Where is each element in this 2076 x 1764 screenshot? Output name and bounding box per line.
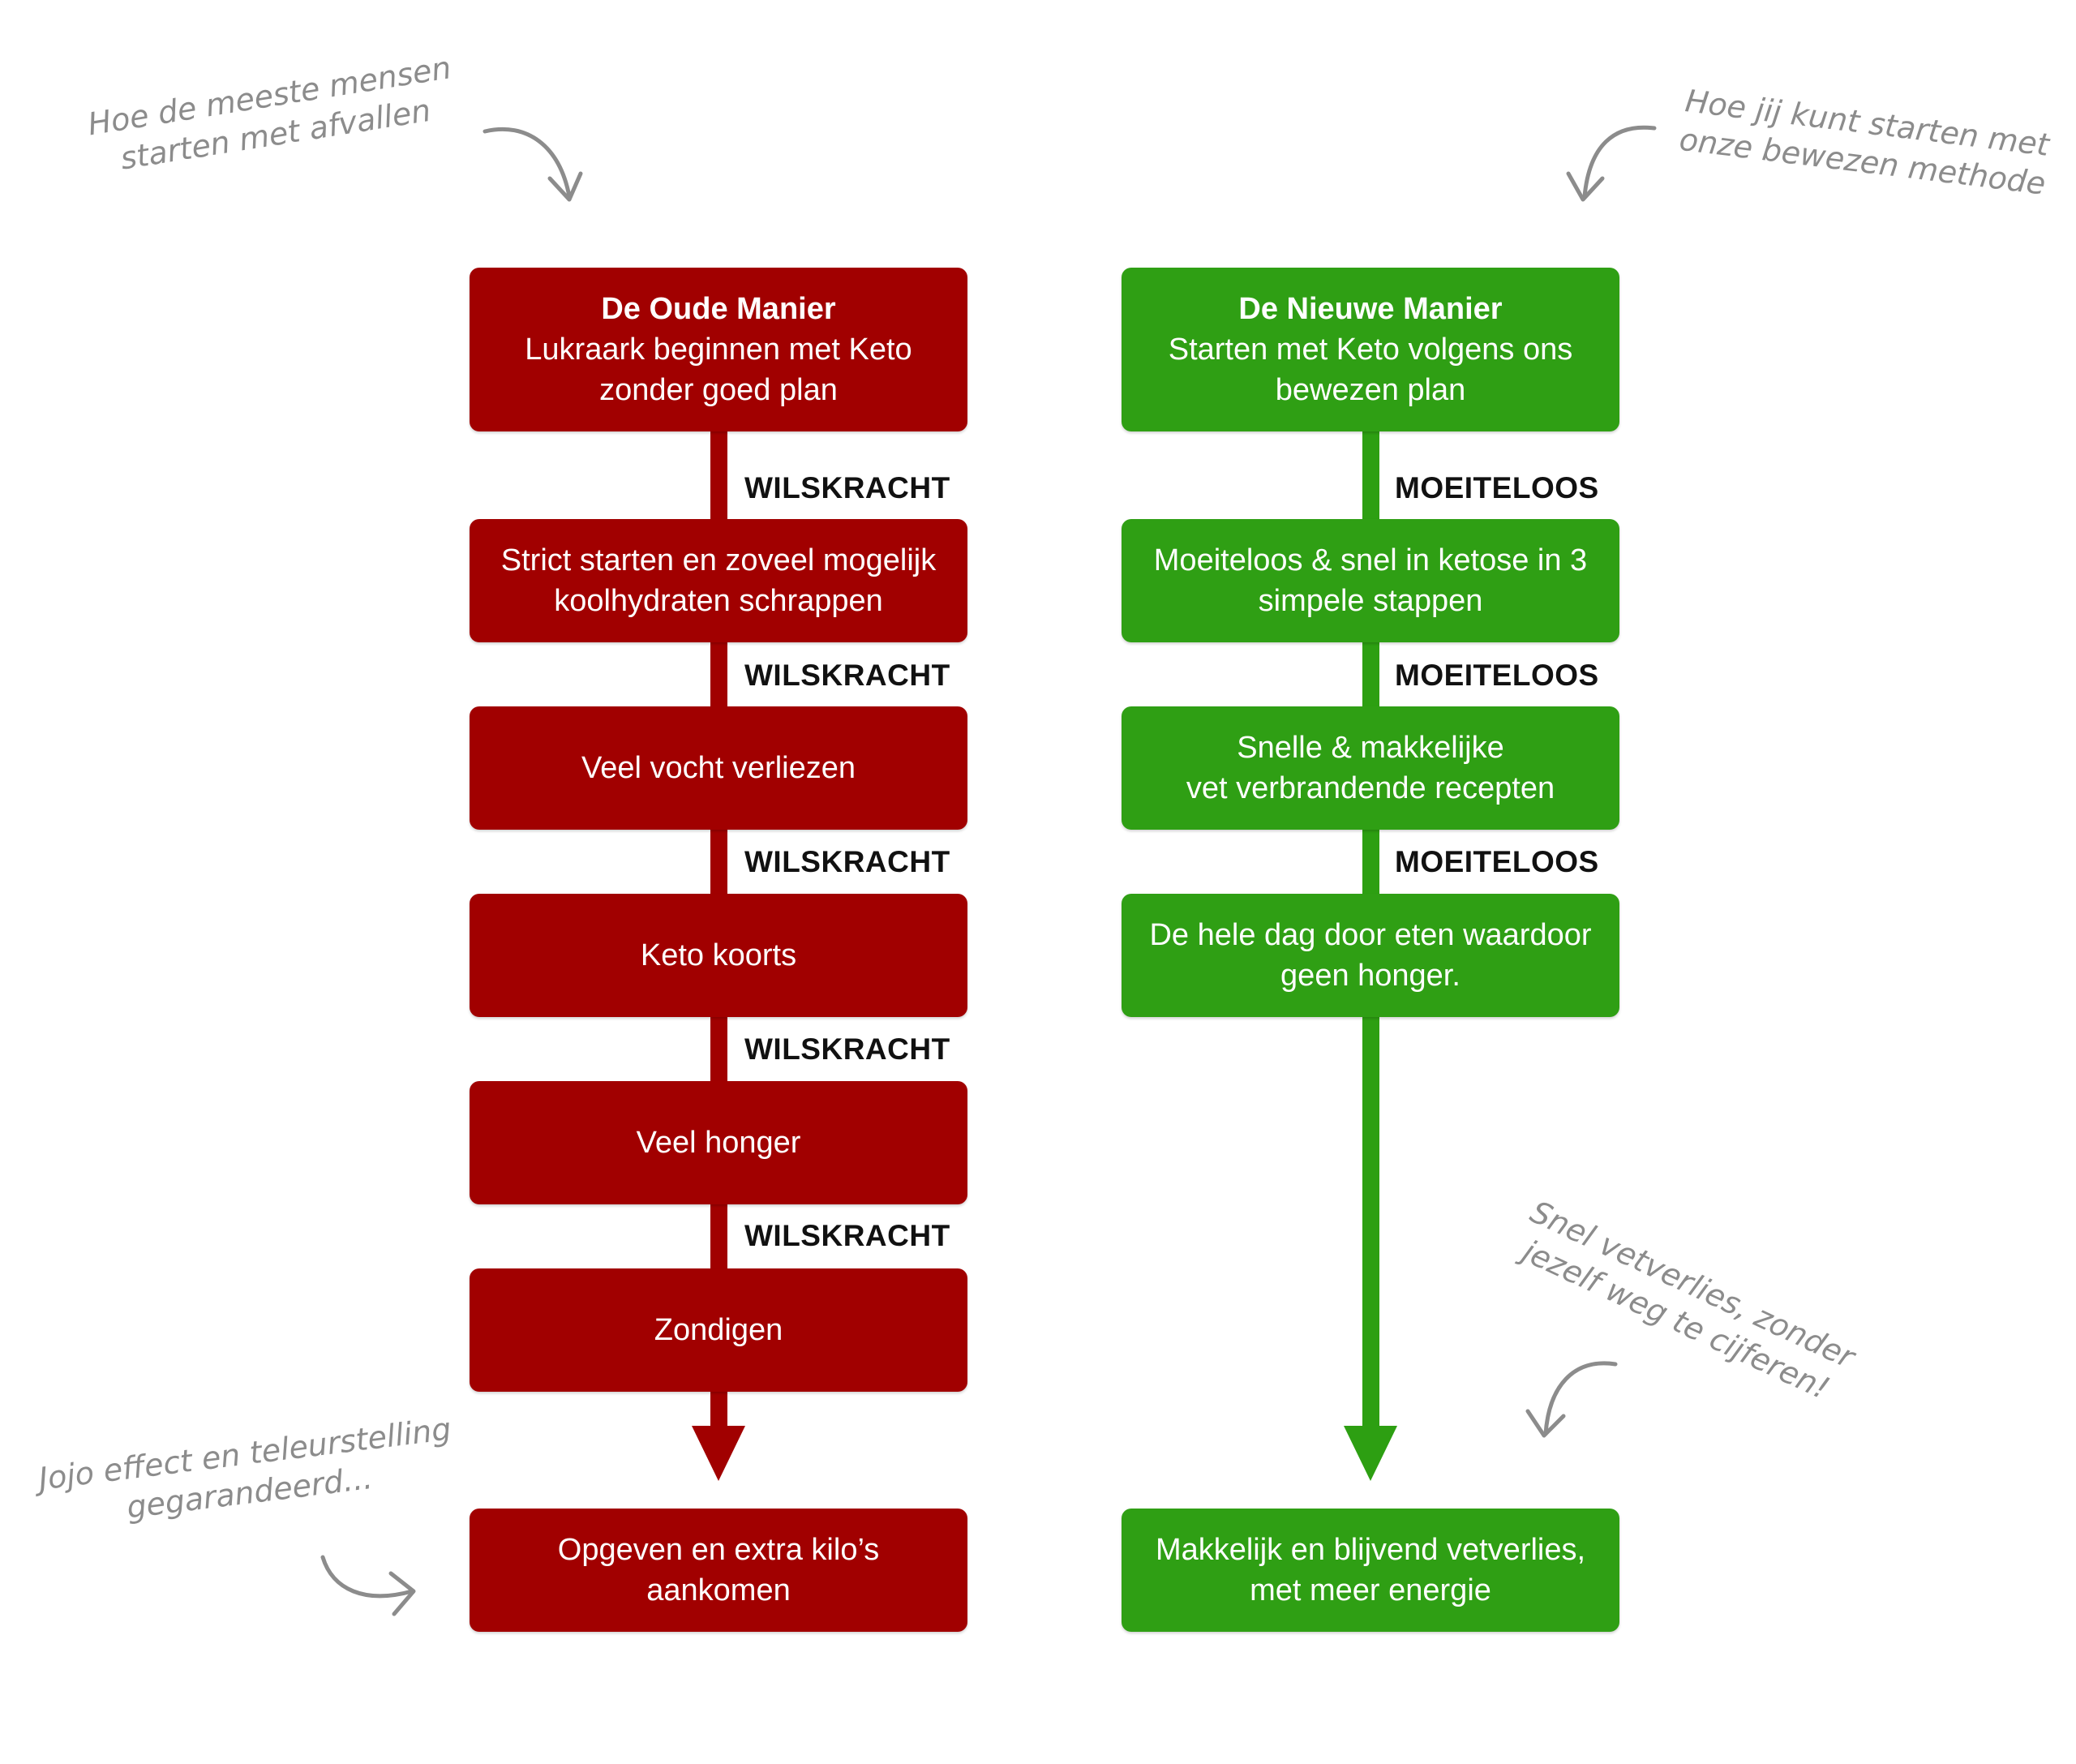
- connector-label-moeiteloos: MOEITELOOS: [1395, 471, 1599, 504]
- new-step-box: De hele dag door eten waardoor geen hong…: [1122, 894, 1619, 1017]
- old-connector: [710, 642, 727, 706]
- old-connector: [710, 1204, 727, 1268]
- new-step-text: simpele stappen: [1258, 584, 1483, 618]
- connector-label-moeiteloos: MOEITELOOS: [1395, 845, 1599, 878]
- new-way-subtitle-line: Starten met Keto volgens ons: [1168, 333, 1573, 367]
- connector-label-wilskracht: WILSKRACHT: [744, 471, 950, 504]
- new-way-title: De Nieuwe Manier: [1238, 292, 1503, 326]
- new-step-text: Snelle & makkelijke: [1237, 731, 1504, 765]
- old-result-text: Opgeven en extra kilo’s: [557, 1533, 880, 1567]
- old-connector: [710, 431, 727, 519]
- connector-label-moeiteloos: MOEITELOOS: [1395, 659, 1599, 692]
- old-connector: [710, 1017, 727, 1081]
- old-way-title: De Oude Manier: [601, 292, 836, 326]
- new-arrowhead: [1344, 1426, 1397, 1481]
- new-way-result-box: Makkelijk en blijvend vetverlies, met me…: [1122, 1509, 1619, 1632]
- connector-label-wilskracht: WILSKRACHT: [744, 1219, 950, 1252]
- curved-arrow-icon: [483, 127, 583, 202]
- connector-label-wilskracht: WILSKRACHT: [744, 659, 950, 692]
- old-step-box: Strict starten en zoveel mogelijk koolhy…: [470, 519, 967, 642]
- old-connector: [710, 830, 727, 894]
- new-connector: [1362, 1017, 1379, 1429]
- new-step-text: vet verbrandende recepten: [1186, 771, 1555, 805]
- new-connector: [1362, 431, 1379, 519]
- new-step-box: Snelle & makkelijke vet verbrandende rec…: [1122, 706, 1619, 830]
- curved-arrow-icon: [1525, 1361, 1618, 1438]
- new-step-box: Moeiteloos & snel in ketose in 3 simpele…: [1122, 519, 1619, 642]
- old-way-subtitle-line: zonder goed plan: [599, 373, 838, 407]
- old-way-header-box: De Oude Manier Lukraark beginnen met Ket…: [470, 268, 967, 431]
- note-top-left: Hoe de meeste mensen starten met afvalle…: [85, 48, 460, 182]
- old-step-text: Veel honger: [636, 1126, 801, 1160]
- new-connector: [1362, 642, 1379, 706]
- new-step-text: De hele dag door eten waardoor: [1149, 918, 1592, 952]
- old-step-text: koolhydraten schrappen: [554, 584, 883, 618]
- old-step-text: Strict starten en zoveel mogelijk: [500, 543, 937, 577]
- new-result-text: met meer energie: [1250, 1573, 1491, 1607]
- note-bottom-left: Jojo effect en teleurstelling gegarandee…: [36, 1410, 458, 1538]
- new-step-text: Moeiteloos & snel in ketose in 3: [1153, 543, 1588, 577]
- new-connector: [1362, 830, 1379, 894]
- old-arrowhead: [692, 1426, 745, 1481]
- old-connector: [710, 1392, 727, 1429]
- curved-arrow-icon: [320, 1555, 416, 1616]
- connector-label-wilskracht: WILSKRACHT: [744, 845, 950, 878]
- new-step-text: geen honger.: [1280, 959, 1460, 993]
- old-step-box: Veel honger: [470, 1081, 967, 1204]
- old-result-text: aankomen: [646, 1573, 791, 1607]
- old-step-text: Keto koorts: [640, 938, 797, 972]
- new-result-text: Makkelijk en blijvend vetverlies,: [1155, 1533, 1586, 1567]
- connector-label-wilskracht: WILSKRACHT: [744, 1032, 950, 1066]
- new-way-header-box: De Nieuwe Manier Starten met Keto volgen…: [1122, 268, 1619, 431]
- old-way-result-box: Opgeven en extra kilo’s aankomen: [470, 1509, 967, 1632]
- new-way-subtitle-line: bewezen plan: [1275, 373, 1466, 407]
- old-step-box: Veel vocht verliezen: [470, 706, 967, 830]
- old-step-box: Keto koorts: [470, 894, 967, 1017]
- note-top-right: Hoe jij kunt starten met onze bewezen me…: [1677, 81, 2052, 204]
- old-step-box: Zondigen: [470, 1268, 967, 1392]
- curved-arrow-icon: [1566, 125, 1657, 202]
- old-step-text: Veel vocht verliezen: [581, 751, 856, 785]
- old-step-text: Zondigen: [654, 1313, 783, 1347]
- old-way-subtitle-line: Lukraark beginnen met Keto: [525, 333, 912, 367]
